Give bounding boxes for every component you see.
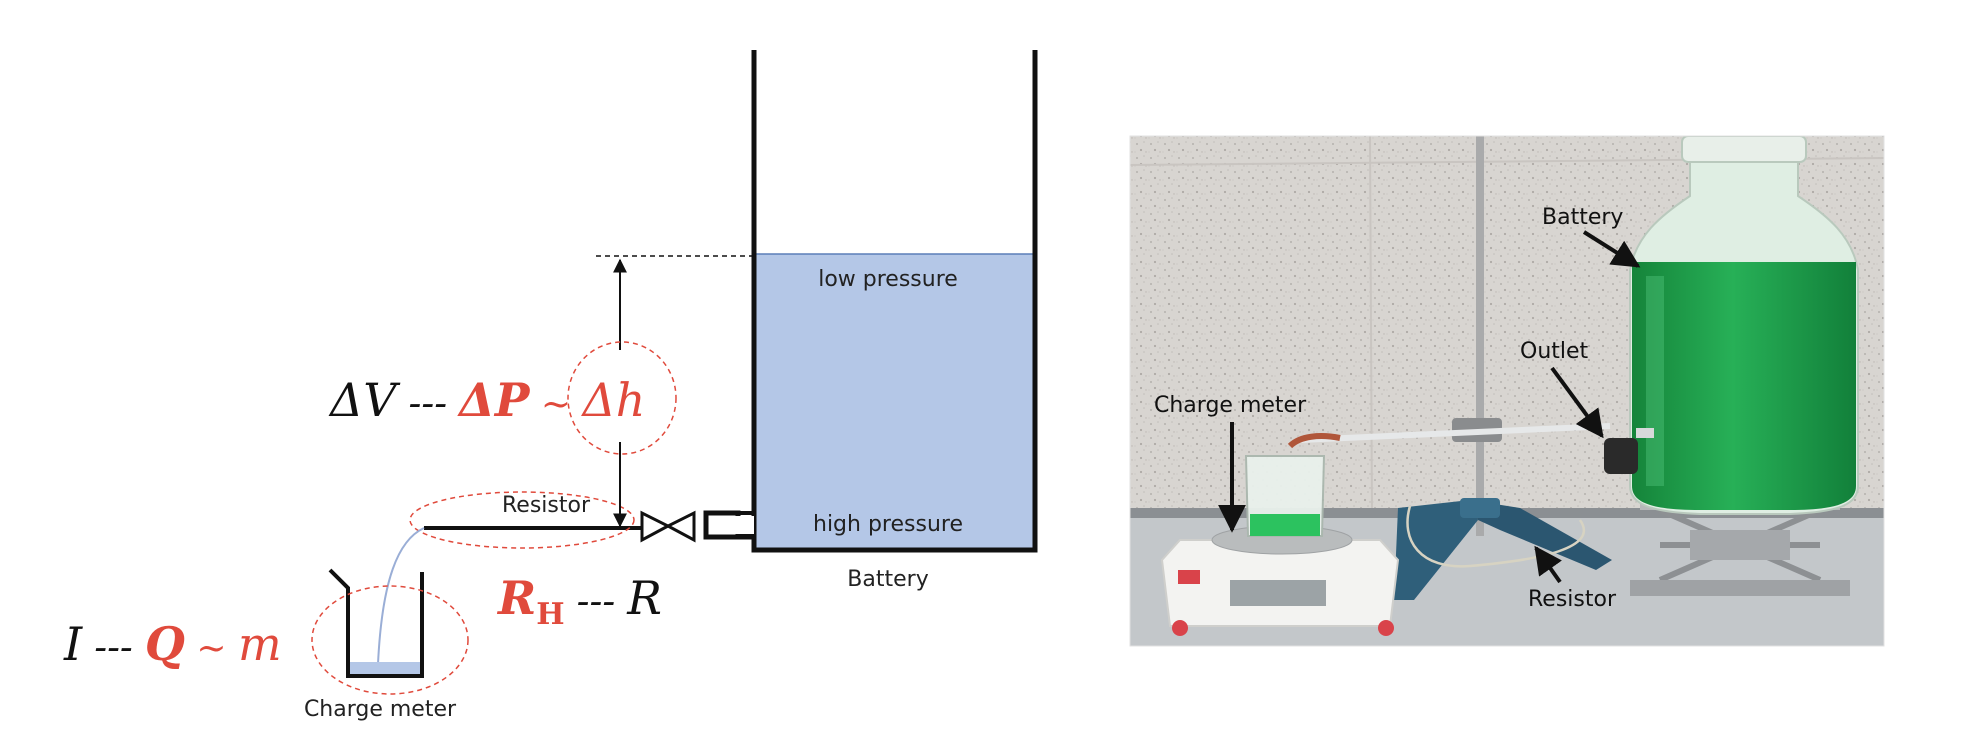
schematic-diagram: low pressure high pressure Battery Resis… bbox=[63, 50, 1038, 722]
charge-meter-label: Charge meter bbox=[304, 697, 457, 722]
voltage-equation: ΔV --- ΔP ~ Δh bbox=[328, 373, 645, 427]
resistor-highlight bbox=[409, 491, 635, 549]
valve-icon bbox=[640, 510, 696, 543]
current-equation: I --- Q ~ m bbox=[63, 617, 282, 671]
stand-base bbox=[1394, 498, 1612, 600]
battery-bottle bbox=[1604, 136, 1859, 515]
balance-scale bbox=[1160, 525, 1400, 636]
outlet-pipe-inner bbox=[709, 516, 754, 534]
charge-meter-highlight bbox=[311, 585, 469, 695]
low-pressure-label: low pressure bbox=[818, 267, 958, 292]
stand-rod bbox=[1476, 136, 1484, 536]
photo-outlet-arrow bbox=[1550, 366, 1604, 439]
resistor-label: Resistor bbox=[502, 493, 591, 518]
resistance-equation: RH --- R bbox=[496, 571, 662, 632]
beaker-photo bbox=[1244, 455, 1326, 537]
resistor-tube bbox=[1299, 423, 1611, 443]
battery-label: Battery bbox=[847, 567, 928, 592]
photo-battery-label: Battery bbox=[1542, 205, 1623, 230]
water-stream bbox=[377, 527, 425, 665]
photo-resistor-label: Resistor bbox=[1528, 587, 1617, 612]
delta-h-highlight bbox=[567, 341, 677, 455]
outlet-fitting bbox=[1604, 438, 1638, 474]
beaker-icon bbox=[328, 568, 424, 678]
photo-charge-meter-label: Charge meter bbox=[1154, 393, 1307, 418]
high-pressure-label: high pressure bbox=[813, 512, 963, 537]
battery-water bbox=[754, 254, 1035, 550]
apparatus-photo: Battery Outlet Charge meter Resistor bbox=[1129, 135, 1885, 647]
photo-resistor-arrow bbox=[1534, 545, 1562, 584]
photo-outlet-label: Outlet bbox=[1520, 339, 1589, 364]
photo-battery-arrow bbox=[1582, 230, 1641, 268]
